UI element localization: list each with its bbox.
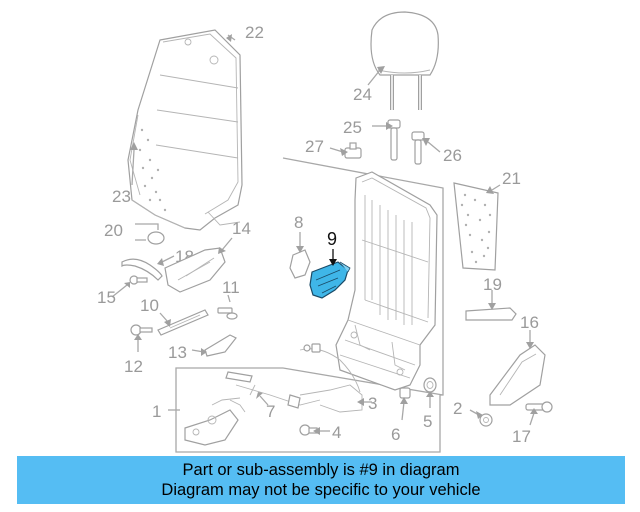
callout-25: 25 xyxy=(343,118,362,137)
callout-17: 17 xyxy=(512,427,531,446)
banner-line-1: Part or sub-assembly is #9 in diagram xyxy=(182,461,460,479)
cable-3 xyxy=(299,343,363,413)
callout-14: 14 xyxy=(232,219,251,238)
callout-9: 9 xyxy=(327,229,337,249)
bracket-13 xyxy=(204,334,237,357)
bolt-17 xyxy=(525,401,553,413)
callout-16: 16 xyxy=(520,313,539,332)
seat-frame xyxy=(335,171,438,391)
callout-23: 23 xyxy=(112,187,131,206)
assembly-outline xyxy=(175,157,444,453)
headrest xyxy=(370,11,439,110)
trim-19 xyxy=(465,307,517,321)
strap-18 xyxy=(121,258,163,281)
callout-8: 8 xyxy=(294,213,303,232)
part-8 xyxy=(289,249,311,279)
callout-21: 21 xyxy=(502,169,521,188)
callout-15: 15 xyxy=(97,288,116,307)
callout-11: 11 xyxy=(222,278,240,297)
parts-diagram: 22 23 24 25 26 27 xyxy=(97,11,553,453)
headrest-guides xyxy=(387,119,425,165)
linkage-7 xyxy=(225,371,321,409)
clip-6 xyxy=(399,387,411,399)
bolt-12 xyxy=(130,324,153,336)
callout-6: 6 xyxy=(391,425,400,444)
rail-10 xyxy=(157,309,209,336)
cover-14 xyxy=(164,247,226,293)
callout-3: 3 xyxy=(368,394,377,413)
callout-20: 20 xyxy=(104,221,123,240)
callout-2: 2 xyxy=(453,399,462,418)
clip-20 xyxy=(147,231,165,245)
callout-7: 7 xyxy=(266,402,275,421)
grommet-5 xyxy=(423,377,437,393)
bracket-1 xyxy=(184,397,246,446)
info-banner: Part or sub-assembly is #9 in diagram Di… xyxy=(17,456,625,504)
clip-4 xyxy=(299,424,318,436)
panel-21 xyxy=(453,182,499,271)
callout-10: 10 xyxy=(140,296,159,315)
callout-22: 22 xyxy=(245,23,264,42)
part-9-highlighted xyxy=(309,261,351,299)
seatback-cover xyxy=(127,29,243,231)
nut-2 xyxy=(479,413,493,427)
callout-13: 13 xyxy=(168,343,187,362)
cover-16 xyxy=(489,344,546,406)
callout-27: 27 xyxy=(305,137,324,156)
screw-15 xyxy=(129,275,148,285)
callout-5: 5 xyxy=(423,412,432,431)
clip-27 xyxy=(344,142,362,159)
callout-24: 24 xyxy=(353,85,372,104)
callout-1: 1 xyxy=(152,402,161,421)
callout-4: 4 xyxy=(332,423,341,442)
callout-26: 26 xyxy=(443,146,462,165)
callout-12: 12 xyxy=(124,357,143,376)
bolt-11 xyxy=(217,307,238,320)
banner-line-2: Diagram may not be specific to your vehi… xyxy=(161,481,481,499)
callout-19: 19 xyxy=(483,275,502,294)
